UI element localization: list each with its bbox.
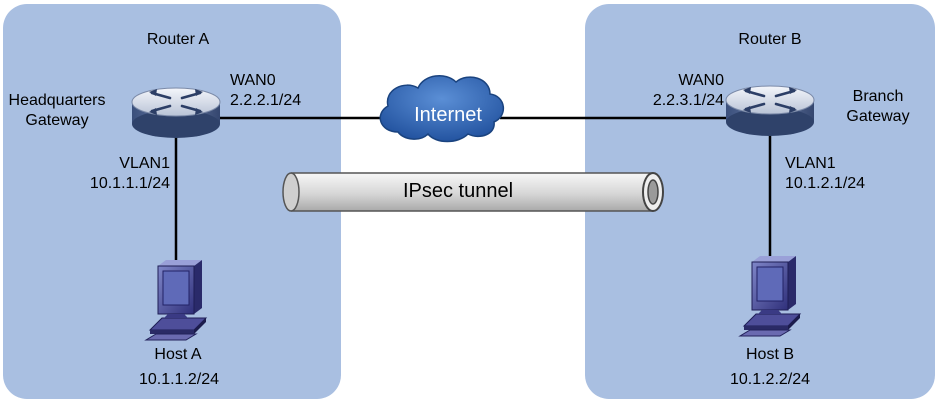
router-a-role-line1: Headquarters <box>8 92 106 109</box>
pipe-icon <box>282 172 664 212</box>
router-b-wan-ip: 2.2.3.1/24 <box>652 92 724 109</box>
tunnel-label: IPsec tunnel <box>402 180 514 202</box>
router-a-vlan: VLAN1 10.1.1.1/24 <box>70 154 170 194</box>
router-a-vlan-name: VLAN1 <box>119 155 170 172</box>
router-b-vlan: VLAN1 10.1.2.1/24 <box>785 154 865 194</box>
router-b-vlan-name: VLAN1 <box>785 155 836 172</box>
router-b-wan-name: WAN0 <box>678 72 724 89</box>
router-b-role: Branch Gateway <box>846 87 909 127</box>
router-b-vlan-ip: 10.1.2.1/24 <box>785 175 866 192</box>
site-b-background <box>585 4 935 399</box>
router-a-title: Router A <box>146 31 210 48</box>
router-a-wan: WAN0 2.2.2.1/24 <box>230 71 301 111</box>
router-b-title: Router B <box>738 31 802 48</box>
site-a-background <box>3 4 341 399</box>
host-b-ip: 10.1.2.2/24 <box>729 371 811 388</box>
router-a-wan-name: WAN0 <box>230 72 276 89</box>
host-b-name: Host B <box>745 346 795 363</box>
router-b-role-line2: Gateway <box>846 108 910 125</box>
router-a-vlan-ip: 10.1.1.1/24 <box>89 175 170 192</box>
cloud-icon <box>379 75 504 143</box>
router-a-role-line2: Gateway <box>25 112 89 129</box>
router-a-role: Headquarters Gateway <box>9 91 106 131</box>
host-a-ip: 10.1.1.2/24 <box>138 371 220 388</box>
internet-label: Internet <box>414 104 482 126</box>
router-b-role-line1: Branch <box>852 88 904 105</box>
router-a-wan-ip: 2.2.2.1/24 <box>230 92 302 109</box>
host-a-name: Host A <box>154 346 202 363</box>
router-b-wan: WAN0 2.2.3.1/24 <box>642 71 724 111</box>
router-a-icon <box>130 86 222 140</box>
router-b-icon <box>724 84 816 138</box>
